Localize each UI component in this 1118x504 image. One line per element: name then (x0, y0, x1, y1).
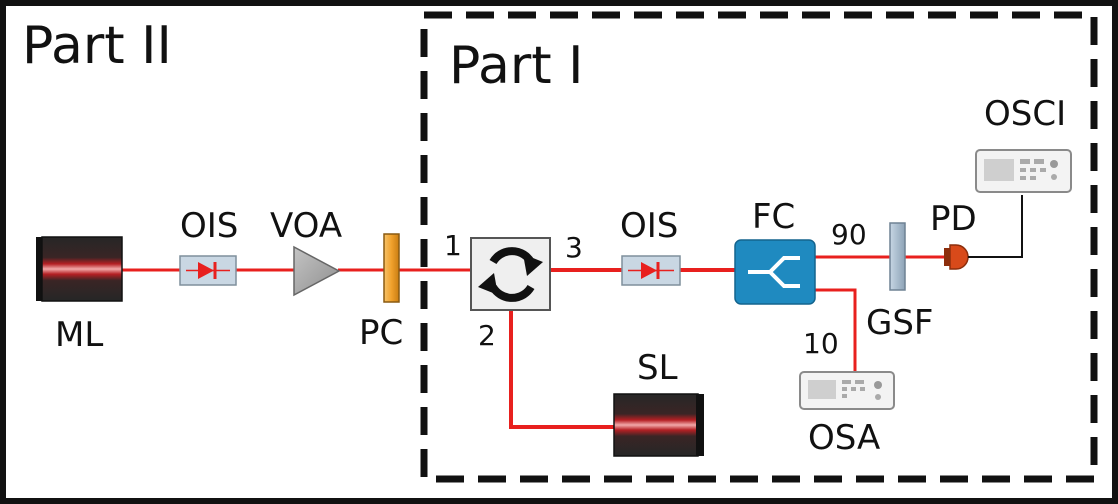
gsf-label: GSF (866, 303, 934, 343)
part-i-dashed-frame (420, 11, 1098, 483)
osci-label: OSCI (984, 94, 1067, 134)
master-laser (36, 236, 123, 302)
sl-label: SL (637, 348, 678, 388)
pd-label: PD (930, 199, 977, 239)
fiber-fc-osa (815, 288, 857, 372)
polarization-controller (383, 233, 400, 303)
pd-oscilloscope-cable (968, 195, 1023, 258)
part-i-label: Part I (449, 36, 584, 96)
fiber-paths (122, 255, 946, 429)
osa-icon (799, 371, 895, 410)
ois-right-label: OIS (620, 206, 679, 246)
circulator-port-2: 2 (478, 319, 496, 352)
circulator-port-1: 1 (444, 229, 462, 262)
fc-label: FC (752, 197, 796, 237)
oscilloscope-icon (975, 149, 1072, 193)
ois-left-label: OIS (180, 206, 239, 246)
grating-spectral-filter (889, 222, 906, 291)
coupler-port-10: 10 (803, 327, 839, 360)
slave-laser (613, 393, 704, 457)
voa-label: VOA (270, 206, 343, 246)
osa-label: OSA (808, 418, 881, 458)
optical-circulator (470, 237, 551, 311)
optical-isolator-left (179, 255, 237, 286)
pc-label: PC (359, 313, 404, 353)
optical-isolator-right (621, 255, 681, 286)
voa-attenuator (293, 245, 341, 297)
fiber-coupler (734, 239, 816, 305)
coupler-port-90: 90 (831, 218, 867, 251)
ml-label: ML (55, 315, 104, 355)
circulator-port-3: 3 (565, 231, 583, 264)
part-ii-label: Part II (22, 16, 172, 76)
photodetector (944, 244, 969, 270)
fiber-circulator-sl (509, 310, 614, 429)
